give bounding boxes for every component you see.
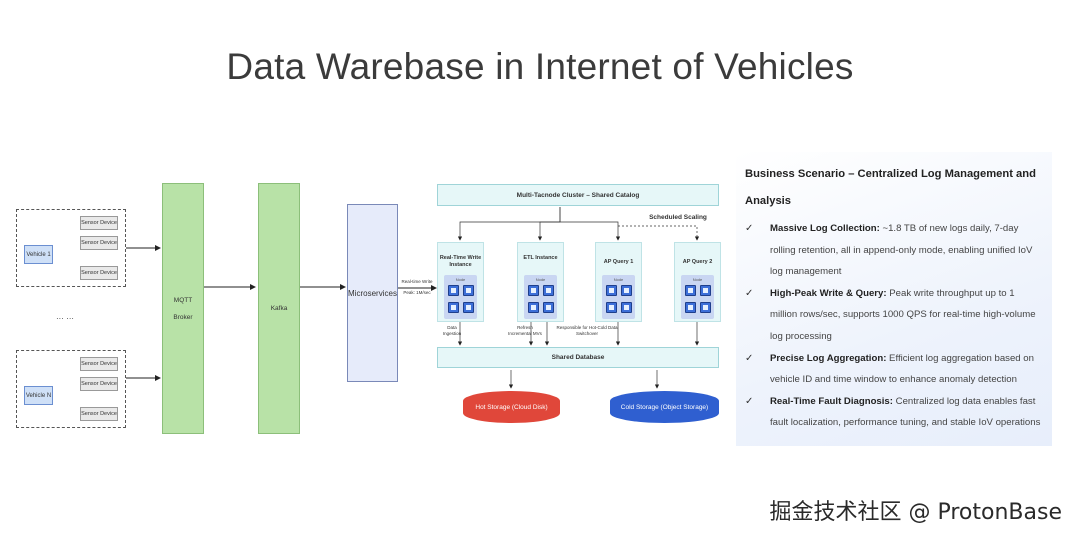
instance-label: Real-Time Write Instance: [439, 255, 482, 268]
chip-area: Node: [602, 275, 635, 319]
cpu-icon: [700, 302, 711, 313]
instance-ap-query-1: AP Query 1 Node: [595, 242, 642, 322]
check-icon: ✓: [745, 352, 754, 364]
chip-caption: Node: [692, 277, 703, 282]
chip-caption: Node: [613, 277, 624, 282]
instance-label: ETL Instance: [523, 255, 558, 261]
instance-etl: ETL Instance Node: [517, 242, 564, 322]
list-item: ✓ Real-Time Fault Diagnosis: Centralized…: [745, 391, 1044, 434]
panel-heading: Business Scenario – Centralized Log Mana…: [745, 168, 1036, 207]
cpu-icon: [463, 302, 474, 313]
broker-label: Broker: [173, 313, 193, 321]
kafka: Kafka: [258, 183, 300, 434]
item-name: Real-Time Fault Diagnosis:: [770, 395, 893, 407]
item-text: ~1.8 TB of new logs daily, 7-day rolling…: [770, 223, 1033, 278]
cold-storage: Cold Storage (Object Storage): [610, 391, 719, 423]
item-text: Centralized log data enables fast fault …: [770, 395, 1041, 429]
peak-label: Peak: 1M/sec: [403, 290, 431, 295]
hot-storage: Hot Storage (Cloud Disk): [463, 391, 560, 423]
chip-area: Node: [444, 275, 477, 319]
mqtt-label: MQTT: [173, 296, 193, 304]
responsible-label: Responsible for Hot-Cold Data Switchover: [556, 325, 618, 336]
sensor-device: Sensor Device: [80, 377, 118, 391]
cpu-icon: [448, 302, 459, 313]
sensor-device: Sensor Device: [80, 266, 118, 280]
business-scenario-panel: Business Scenario – Centralized Log Mana…: [736, 152, 1052, 446]
cpu-icon: [463, 285, 474, 296]
instance-label: AP Query 2: [682, 259, 713, 265]
check-icon: ✓: [745, 395, 754, 407]
item-text: Peak write throughput up to 1 million ro…: [770, 287, 1036, 342]
rate-label: Real-time Write: [401, 279, 433, 284]
cpu-icon: [448, 285, 459, 296]
refresh-label: Refresh Incremental MVs: [508, 325, 542, 336]
list-item: ✓ Massive Log Collection: ~1.8 TB of new…: [745, 218, 1044, 283]
list-item: ✓ High-Peak Write & Query: Peak write th…: [745, 283, 1044, 348]
data-ingestion-label: Data Ingestion: [442, 325, 462, 336]
shared-database: Shared Database: [437, 347, 719, 368]
cpu-icon: [528, 302, 539, 313]
microservices: Microservices: [347, 204, 398, 382]
item-name: Massive Log Collection:: [770, 223, 880, 234]
chip-area: Node: [524, 275, 557, 319]
instance-label: AP Query 1: [603, 259, 634, 265]
cpu-icon: [528, 285, 539, 296]
check-icon: ✓: [745, 287, 754, 299]
mqtt-broker: MQTT Broker: [162, 183, 204, 434]
instance-ap-query-2: AP Query 2 Node: [674, 242, 721, 322]
item-name: High-Peak Write & Query:: [770, 287, 887, 299]
chip-caption: Node: [455, 277, 466, 282]
item-name: Precise Log Aggregation:: [770, 352, 887, 364]
check-icon: ✓: [745, 223, 754, 234]
cpu-icon: [543, 285, 554, 296]
item-text: Efficient log aggregation based on vehic…: [770, 352, 1034, 386]
vehicle-n-node: Vehicle N: [24, 386, 53, 405]
cpu-icon: [621, 285, 632, 296]
page-title: Data Warebase in Internet of Vehicles: [226, 46, 854, 87]
watermark: 掘金技术社区 @ ProtonBase: [769, 500, 1063, 525]
scheduled-scaling-label: Scheduled Scaling: [649, 214, 707, 221]
instance-real-time-write: Real-Time Write Instance Node: [437, 242, 484, 322]
sensor-device: Sensor Device: [80, 236, 118, 250]
sensor-device: Sensor Device: [80, 407, 118, 421]
multi-tacnode-cluster: Multi-Tacnode Cluster – Shared Catalog: [437, 184, 719, 206]
cpu-icon: [685, 302, 696, 313]
chip-area: Node: [681, 275, 714, 319]
cpu-icon: [685, 285, 696, 296]
chip-caption: Node: [535, 277, 546, 282]
cpu-icon: [700, 285, 711, 296]
sensor-device: Sensor Device: [80, 216, 118, 230]
scenario-list: ✓ Massive Log Collection: ~1.8 TB of new…: [745, 218, 1044, 434]
list-item: ✓ Precise Log Aggregation: Efficient log…: [745, 348, 1044, 391]
cpu-icon: [543, 302, 554, 313]
vehicle-1-node: Vehicle 1: [24, 245, 53, 264]
kafka-label: Kafka: [270, 305, 288, 312]
vehicle-ellipsis: … …: [55, 312, 75, 321]
cpu-icon: [606, 302, 617, 313]
cpu-icon: [621, 302, 632, 313]
cpu-icon: [606, 285, 617, 296]
sensor-device: Sensor Device: [80, 357, 118, 371]
